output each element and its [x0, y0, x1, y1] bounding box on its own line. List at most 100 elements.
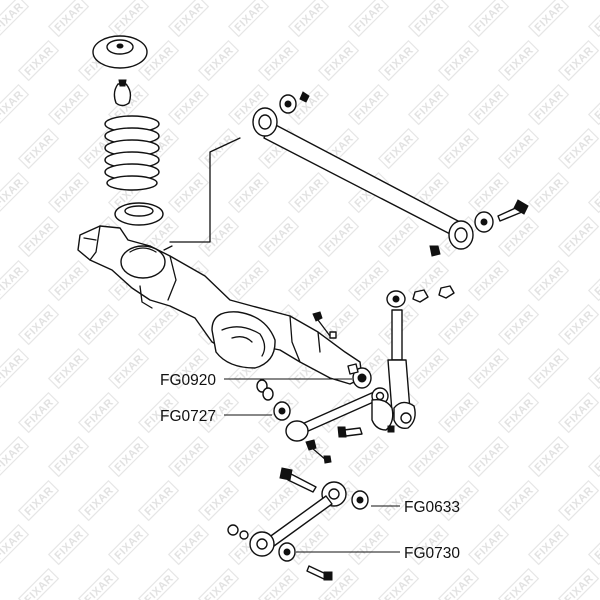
watermark-mark: FIXAR: [587, 83, 600, 126]
svg-text:FIXAR: FIXAR: [0, 176, 26, 210]
fg0727-bushing: [256, 379, 291, 421]
watermark-mark: FIXAR: [557, 215, 600, 258]
watermark-mark: FIXAR: [167, 171, 210, 214]
watermark-mark: FIXAR: [0, 0, 30, 38]
svg-text:FIXAR: FIXAR: [592, 352, 600, 386]
watermark-mark: FIXAR: [197, 215, 240, 258]
watermark-mark: FIXAR: [0, 347, 30, 390]
watermark-mark: FIXAR: [407, 0, 450, 38]
watermark-mark: FIXAR: [557, 127, 600, 170]
watermark-mark: FIXAR: [77, 391, 120, 434]
watermark-mark: FIXAR: [317, 215, 360, 258]
watermark-mark: FIXAR: [467, 523, 510, 566]
watermark-mark: FIXAR: [527, 435, 570, 478]
watermark-mark: FIXAR: [47, 171, 90, 214]
watermark-mark: FIXAR: [17, 479, 60, 522]
watermark-mark: FIXAR: [437, 303, 480, 346]
bolt-bottom: [306, 565, 333, 581]
watermark-mark: FIXAR: [527, 83, 570, 126]
watermark-mark: FIXAR: [587, 523, 600, 566]
fg0920-bushing: [347, 363, 372, 389]
watermark-mark: FIXAR: [47, 259, 90, 302]
watermark-mark: FIXAR: [17, 215, 60, 258]
watermark-mark: FIXAR: [47, 0, 90, 38]
watermark-mark: FIXAR: [497, 479, 540, 522]
svg-text:FIXAR: FIXAR: [0, 264, 26, 298]
watermark-mark: FIXAR: [167, 523, 210, 566]
bolt-lower-left: [279, 467, 317, 493]
watermark-mark: FIXAR: [77, 479, 120, 522]
watermark-mark: FIXAR: [197, 479, 240, 522]
watermark-mark: FIXAR: [557, 391, 600, 434]
rear-axle-housing: [77, 225, 363, 385]
watermark-mark: FIXAR: [107, 0, 150, 38]
watermark-mark: FIXAR: [467, 259, 510, 302]
watermark-mark: FIXAR: [167, 83, 210, 126]
watermark-mark: FIXAR: [377, 39, 420, 82]
watermark-mark: FIXAR: [167, 0, 210, 38]
watermark-mark: FIXAR: [497, 39, 540, 82]
watermark-mark: FIXAR: [467, 347, 510, 390]
watermark-mark: FIXAR: [527, 523, 570, 566]
watermark-mark: FIXAR: [497, 303, 540, 346]
callout-fg0730: FG0730: [404, 545, 460, 562]
watermark-mark: FIXAR: [17, 567, 60, 600]
watermark-mark: FIXAR: [287, 0, 330, 38]
watermark-mark: FIXAR: [587, 347, 600, 390]
watermark-mark: FIXAR: [257, 39, 300, 82]
watermark-mark: FIXAR: [47, 83, 90, 126]
coil-spring: [104, 115, 160, 191]
watermark-mark: FIXAR: [107, 435, 150, 478]
watermark-mark: FIXAR: [557, 479, 600, 522]
watermark-mark: FIXAR: [407, 347, 450, 390]
watermark-mark: FIXAR: [437, 391, 480, 434]
watermark-mark: FIXAR: [137, 479, 180, 522]
watermark-mark: FIXAR: [47, 523, 90, 566]
lower-spring-seat: [114, 202, 164, 226]
watermark-mark: FIXAR: [437, 127, 480, 170]
callout-fg0727: FG0727: [160, 408, 216, 425]
watermark-mark: FIXAR: [17, 391, 60, 434]
watermark-mark: FIXAR: [377, 127, 420, 170]
watermark-mark: FIXAR: [497, 391, 540, 434]
watermark-mark: FIXAR: [47, 435, 90, 478]
upper-lateral-arm: [252, 107, 474, 250]
watermark-mark: FIXAR: [137, 303, 180, 346]
watermark-mark: FIXAR: [287, 171, 330, 214]
watermark-mark: FIXAR: [467, 171, 510, 214]
watermark-mark: FIXAR: [497, 215, 540, 258]
watermark-mark: FIXAR: [467, 435, 510, 478]
watermark-mark: FIXAR: [227, 435, 270, 478]
watermark-mark: FIXAR: [347, 523, 390, 566]
watermark-mark: FIXAR: [587, 259, 600, 302]
watermark-mark: FIXAR: [17, 127, 60, 170]
reference-line: [169, 137, 241, 243]
watermark-mark: FIXAR: [257, 567, 300, 600]
watermark-mark: FIXAR: [257, 479, 300, 522]
watermark-mark: FIXAR: [587, 0, 600, 38]
callout-fg0920: FG0920: [160, 372, 216, 389]
callout-fg0633: FG0633: [404, 499, 460, 516]
watermark-mark: FIXAR: [557, 303, 600, 346]
callout-leaders: [224, 378, 400, 553]
watermark-mark: FIXAR: [497, 567, 540, 600]
reference-line: [163, 245, 173, 251]
watermark-mark: FIXAR: [197, 39, 240, 82]
watermark-mark: FIXAR: [0, 259, 30, 302]
svg-text:FIXAR: FIXAR: [592, 88, 600, 122]
nuts-top-right: [412, 285, 455, 303]
watermark-mark: FIXAR: [557, 39, 600, 82]
watermark-mark: FIXAR: [407, 83, 450, 126]
watermark-mark: FIXAR: [347, 83, 390, 126]
watermark-mark: FIXAR: [467, 0, 510, 38]
watermark-mark: FIXAR: [227, 0, 270, 38]
watermark-mark: FIXAR: [0, 83, 30, 126]
watermark-mark: FIXAR: [107, 347, 150, 390]
watermark-mark: FIXAR: [437, 39, 480, 82]
watermark-mark: FIXAR: [17, 303, 60, 346]
watermark-mark: FIXAR: [317, 39, 360, 82]
watermark-mark: FIXAR: [437, 567, 480, 600]
watermark-mark: FIXAR: [527, 259, 570, 302]
